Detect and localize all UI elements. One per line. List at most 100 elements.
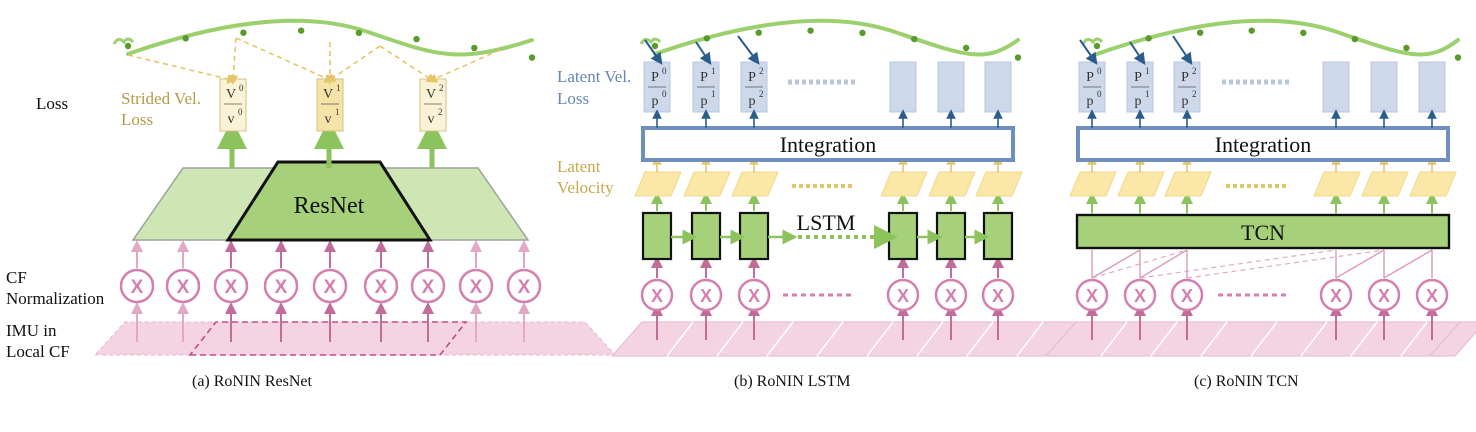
vel-box-bottom-sup-0: 0 (238, 107, 243, 117)
imu-strip-c-divider (1150, 321, 1178, 357)
tcn-dashed-connection (1139, 249, 1337, 279)
imu-label-line2: Local CF (6, 342, 70, 361)
caption-panel-c: (c) RoNIN TCN (1194, 373, 1299, 390)
latent-vel-b-box-top-sup: 1 (711, 66, 716, 76)
imu-strip-c-divider (1200, 321, 1228, 357)
latent-vel-c-box-bottom-sup: 1 (1145, 89, 1150, 99)
trajectory-b-point (859, 29, 866, 37)
trajectory-c (1095, 18, 1460, 57)
integration-label-b: Integration (780, 132, 877, 157)
trajectory-a-point (528, 54, 536, 61)
trajectory-a-point (124, 42, 132, 50)
strided-vel-loss-label-line1: Strided Vel. (121, 89, 201, 108)
trajectory-c-point (1248, 27, 1255, 34)
latent-vel-b-box (984, 61, 1012, 113)
vel-box-top-0: V (226, 87, 236, 102)
imu-strip-b-divider (816, 321, 844, 357)
integration-label-c: Integration (1215, 132, 1312, 157)
cf-norm-circle-a (363, 268, 399, 304)
lstm-cell (641, 211, 673, 261)
trajectory-c-point (1093, 42, 1101, 50)
cf-norm-circle-b (934, 278, 968, 312)
imu-strip-a (93, 321, 617, 356)
caption-panel-a: (a) RoNIN ResNet (192, 373, 312, 390)
cf-norm-circle-b (737, 278, 771, 312)
latent-vel-c-box-bottom-sup: 2 (1192, 89, 1197, 99)
trajectory-c-point (1300, 29, 1307, 37)
latent-vel-b-box-bottom: p (652, 94, 659, 109)
trajectory-b-footprint-icon (639, 37, 662, 45)
lstm-label: LSTM (797, 210, 856, 235)
tcn-dashed-connection (1186, 249, 1385, 279)
traj-to-p-arrow-b (644, 39, 663, 65)
strided-vel-box (316, 78, 344, 132)
lstm-cell (690, 211, 722, 261)
latent-vel-c-box-top: P (1086, 70, 1094, 85)
cf-norm-symbol-c: X (1378, 286, 1390, 306)
caption-panel-b: (b) RoNIN LSTM (734, 373, 851, 390)
cf-norm-circle-c (1123, 278, 1157, 312)
cf-norm-symbol-a: X (470, 277, 483, 298)
cf-norm-circle-c (1319, 278, 1353, 312)
latent-vel-c-box-top-sup: 1 (1145, 66, 1150, 76)
traj-to-vel-dashed (326, 45, 381, 83)
cf-norm-symbol-c: X (1426, 286, 1438, 306)
vel-box-top-sup-1: 1 (336, 83, 341, 93)
traj-to-p-arrow-b (737, 35, 760, 65)
imu-strip-b-divider (966, 321, 994, 357)
cf-norm-symbol-a: X (422, 277, 435, 298)
cf-norm-circle-c (1075, 278, 1109, 312)
latent-vel-b-box-top-sup: 2 (759, 66, 764, 76)
strided-vel-loss-label-line2: Loss (121, 110, 154, 129)
trajectory-a-point (297, 27, 305, 34)
imu-strip-c-divider (1100, 321, 1128, 357)
lstm-cell (887, 211, 919, 261)
traj-to-p-arrow-c (1079, 39, 1098, 65)
vel-box-bottom-1: v (325, 112, 332, 127)
trajectory-c-point (1454, 54, 1462, 61)
cf-norm-symbol-a: X (375, 277, 388, 298)
tcn-connection (1335, 249, 1385, 279)
latent-vel-b-box-top: P (700, 70, 708, 85)
latent-velocity-b-parallelogram (928, 171, 976, 197)
cf-norm-circle-b (689, 278, 723, 312)
latent-velocity-b-parallelogram (634, 171, 682, 197)
vel-box-top-sup-0: 0 (239, 83, 244, 93)
latent-velocity-b-parallelogram (880, 171, 928, 197)
trajectory-c-point (1351, 35, 1359, 43)
imu-strip-c-divider (1400, 321, 1428, 357)
latent-vel-c-box-bottom: p (1087, 94, 1094, 109)
trajectory-b-point (651, 42, 659, 50)
imu-strip-b-divider (916, 321, 944, 357)
latent-vel-b-box-bottom-sup: 2 (759, 89, 764, 99)
imu-label-line1: IMU in (6, 321, 57, 340)
latent-vel-b-box (889, 61, 917, 113)
cf-norm-symbol-a: X (275, 277, 288, 298)
trajectory-a (126, 18, 534, 57)
cf-norm-symbol-b: X (945, 286, 957, 306)
trajectory-c-point (1145, 35, 1152, 42)
imu-strip-c-divider (1350, 321, 1378, 357)
latent-velocity-c-parallelogram (1164, 171, 1212, 197)
traj-to-vel-dashed (127, 54, 237, 84)
imu-strip-b-divider (1016, 321, 1044, 357)
traj-to-p-arrow-c (1129, 41, 1146, 65)
latent-vel-b-box-bottom: p (701, 94, 708, 109)
tcn-connection (1383, 249, 1433, 279)
cf-norm-circle-a (213, 268, 249, 304)
latent-velocity-b-parallelogram (975, 171, 1023, 197)
latent-velocity-label-line2: Velocity (557, 178, 614, 197)
cf-norm-symbol-b: X (748, 286, 760, 306)
cf-norm-symbol-b: X (992, 286, 1004, 306)
imu-strip-b-divider (716, 321, 744, 357)
latent-vel-c-box-bottom-sup: 0 (1097, 89, 1102, 99)
imu-strip-c-divider (1300, 321, 1328, 357)
cf-norm-circle-c (1170, 278, 1204, 312)
latent-vel-c-box-top-sup: 0 (1097, 66, 1102, 76)
latent-velocity-b-parallelogram (683, 171, 731, 197)
cf-normalization-label-line2: Normalization (6, 289, 105, 308)
trajectory-b-point (703, 35, 711, 42)
vel-box-top-1: V (323, 87, 333, 102)
loss-row-label: Loss (36, 94, 69, 113)
